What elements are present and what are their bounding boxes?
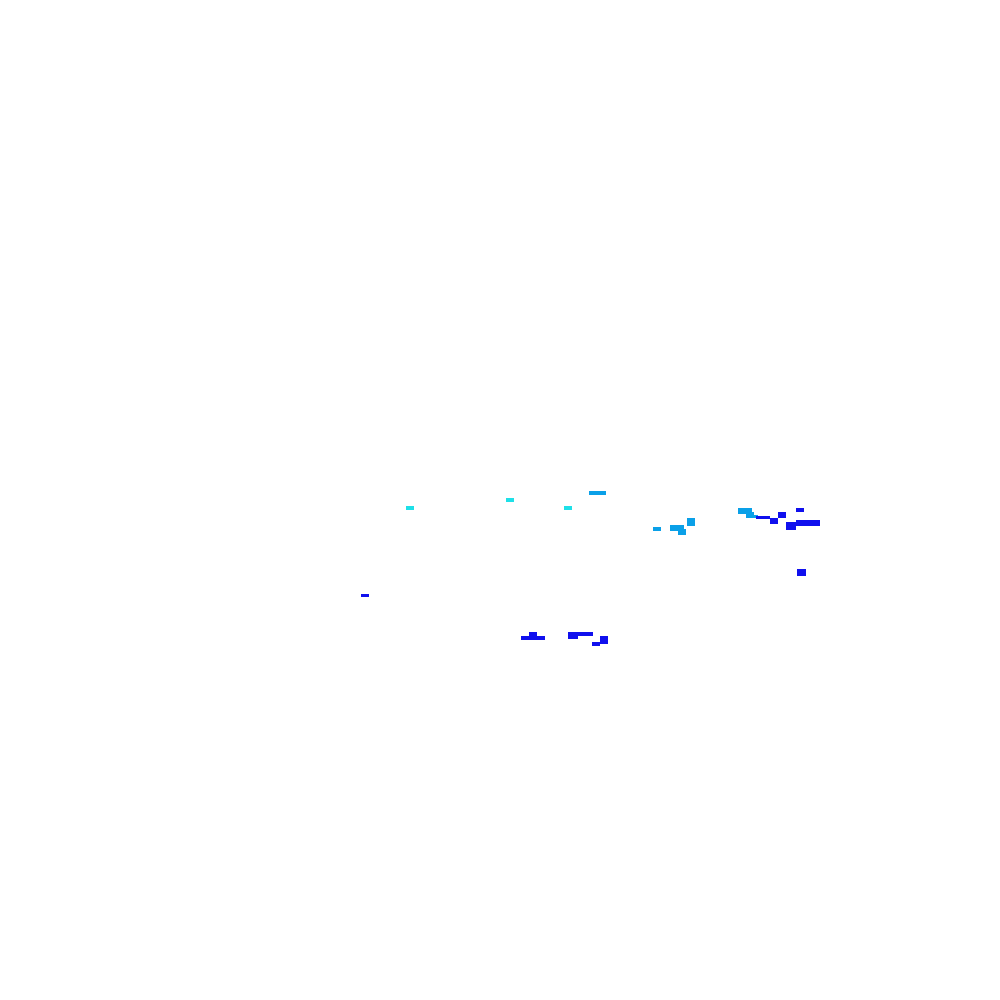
scatter-blip bbox=[592, 642, 600, 646]
scatter-blip bbox=[786, 522, 796, 530]
scatter-blip bbox=[529, 632, 537, 636]
scatter-blip bbox=[576, 632, 593, 636]
scatter-blip bbox=[797, 569, 806, 576]
scatter-blip bbox=[804, 520, 820, 523]
scatter-blip bbox=[770, 518, 778, 524]
scatter-blip bbox=[361, 594, 369, 597]
scatter-blip bbox=[406, 506, 414, 510]
scatter-blip bbox=[746, 512, 754, 518]
scatter-blip bbox=[506, 498, 514, 502]
scatter-blip bbox=[687, 518, 695, 526]
scatter-blip bbox=[738, 508, 752, 514]
scatter-blip bbox=[568, 632, 578, 639]
scatter-blip bbox=[756, 516, 770, 519]
scatter-blip bbox=[653, 527, 661, 531]
scatter-blip bbox=[796, 520, 820, 526]
scatter-blip bbox=[521, 636, 545, 640]
scatter-blip bbox=[670, 525, 684, 531]
scatter-blip bbox=[564, 506, 572, 510]
scatter-blip bbox=[589, 491, 606, 495]
scatter-blip bbox=[752, 515, 758, 518]
scatter-blip bbox=[600, 636, 608, 644]
scatter-blip bbox=[678, 529, 686, 535]
scatter-blip bbox=[778, 512, 786, 518]
scatter-blip bbox=[796, 508, 804, 512]
